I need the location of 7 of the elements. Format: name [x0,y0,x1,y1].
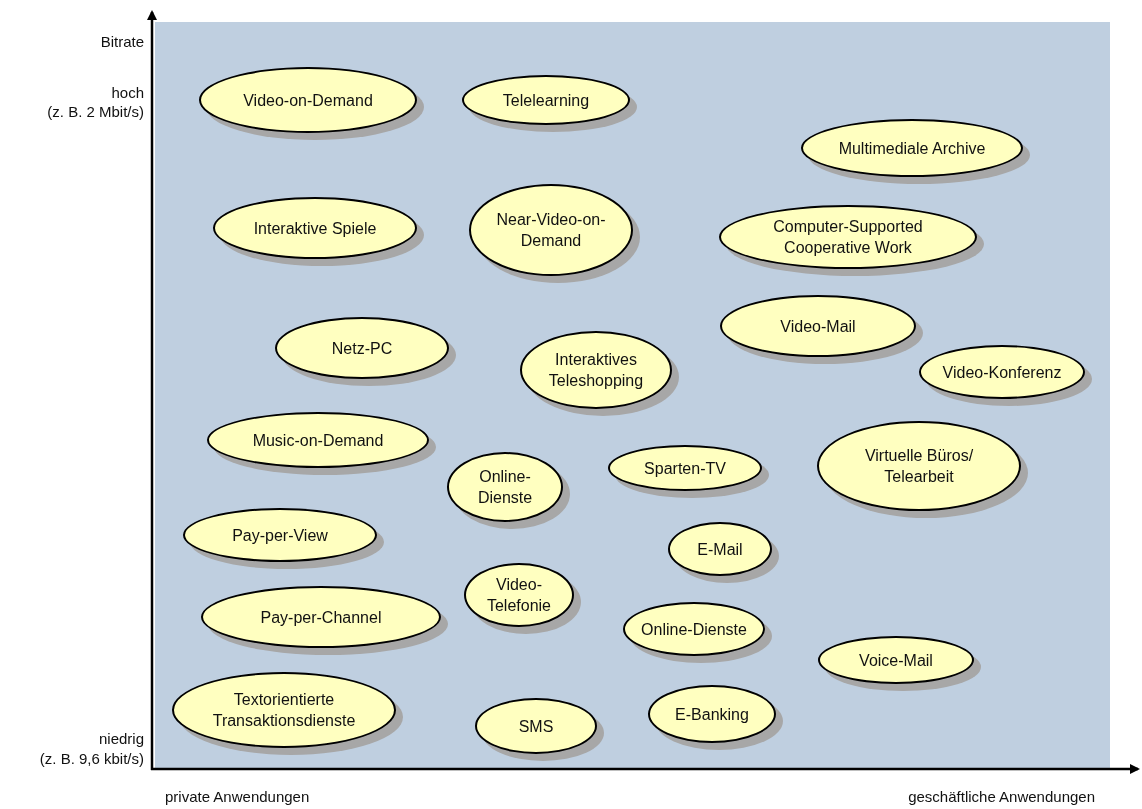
axis-category-label: private Anwendungen [165,788,310,805]
axis-tick-label: niedrig [98,730,144,747]
axis-title: Bitrate [100,33,144,50]
axis-tick-label: (z. B. 9,6 kbit/s) [39,750,144,767]
axis-tick-label: (z. B. 2 Mbit/s) [47,103,144,120]
axis-tick-label: hoch [111,84,144,101]
axis-category-label: geschäftliche Anwendungen [908,788,1095,805]
